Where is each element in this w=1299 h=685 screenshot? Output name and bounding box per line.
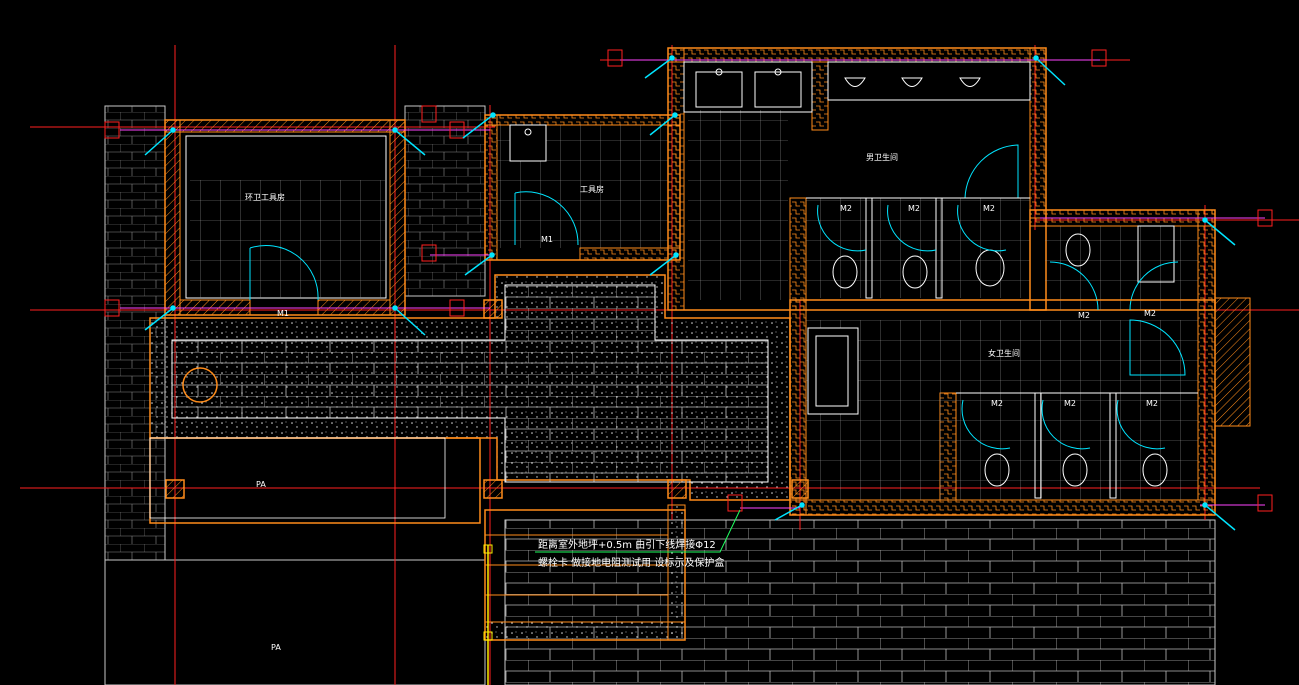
- room-label-womens-toilet: 女卫生间: [988, 348, 1020, 358]
- room-womens-toilet: [789, 299, 1216, 516]
- door-label-m1: M1: [277, 309, 289, 318]
- door-label-m2: M2: [840, 204, 852, 213]
- down-conductor-arrows: [144, 55, 1236, 531]
- door-label-m2: M2: [991, 399, 1003, 408]
- area-label-pa: PA: [256, 480, 266, 489]
- room-tool-storage: [164, 119, 406, 316]
- grounding-note-line2: 螺栓卡 做接地电阻测试用 设标示及保护盒: [538, 556, 724, 569]
- area-label-pa: PA: [271, 643, 281, 652]
- room-label-tool-storage: 环卫工具房: [245, 192, 285, 202]
- ground-test-boxes: [104, 49, 1273, 512]
- door-label-m2: M2: [908, 204, 920, 213]
- door-label-m2: M2: [983, 204, 995, 213]
- structural-columns: [165, 299, 809, 499]
- room-label-tool-room: 工具房: [580, 184, 604, 194]
- door-label-m1: M1: [541, 235, 553, 244]
- room-mens-toilet: [667, 47, 1047, 311]
- door-label-m2: M2: [1064, 399, 1076, 408]
- grounding-note-line1: 距离室外地坪+0.5m 由引下线焊接Φ12: [538, 538, 716, 551]
- room-tool-room: [484, 114, 681, 261]
- room-label-mens-toilet: 男卫生间: [866, 152, 898, 162]
- site-paving: [104, 105, 1216, 685]
- door-label-m2: M2: [1146, 399, 1158, 408]
- room-side-toilet: [1029, 209, 1251, 501]
- central-paving: [149, 274, 791, 685]
- door-label-m2: M2: [1144, 309, 1156, 318]
- note-leader-line: [535, 509, 741, 553]
- door-label-m2: M2: [1078, 311, 1090, 320]
- bonding-lines: [120, 59, 1265, 509]
